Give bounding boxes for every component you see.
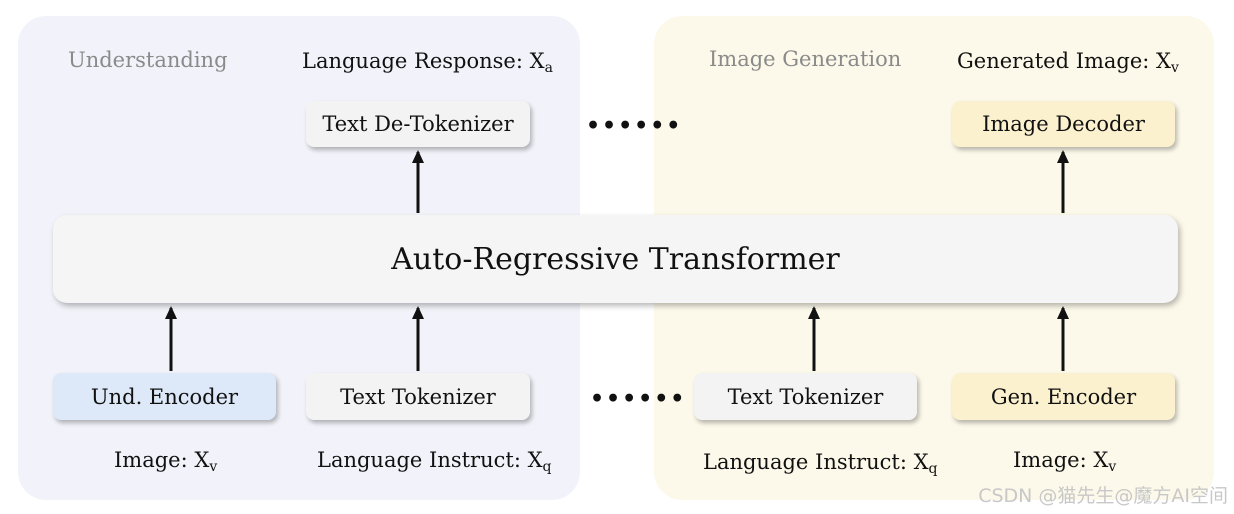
language-instruct-left-label: Language Instruct: Xq (317, 448, 552, 475)
image-input-right-label: Image: Xv (1013, 448, 1117, 475)
und-encoder-box: Und. Encoder (53, 373, 276, 420)
ellipsis-bottom: •••••• (590, 386, 687, 412)
language-instruct-right-label: Language Instruct: Xq (703, 450, 938, 477)
image-generation-title: Image Generation (709, 47, 902, 71)
arrowhead-detokenizer (412, 150, 424, 163)
text-tokenizer-right-box: Text Tokenizer (694, 373, 917, 420)
text-detokenizer-box: Text De-Tokenizer (306, 101, 530, 147)
generated-image-label: Generated Image: Xv (957, 49, 1179, 76)
understanding-title: Understanding (68, 48, 228, 72)
text-tokenizer-left-box: Text Tokenizer (306, 373, 530, 420)
arrowhead-gen-encoder (1057, 306, 1069, 319)
gen-encoder-box: Gen. Encoder (952, 373, 1175, 420)
arrowhead-und-encoder (165, 306, 177, 319)
arrowhead-text-tokenizer-right (808, 306, 820, 319)
language-response-label: Language Response: Xa (302, 49, 553, 76)
arrowhead-image-decoder (1057, 150, 1069, 163)
watermark-text: CSDN @猫先生@魔方AI空间 (978, 485, 1228, 507)
image-input-left-label: Image: Xv (114, 448, 218, 475)
image-decoder-box: Image Decoder (952, 101, 1175, 147)
ellipsis-top: •••••• (586, 113, 683, 139)
arrowhead-text-tokenizer-left (412, 306, 424, 319)
auto-regressive-transformer-box: Auto-Regressive Transformer (53, 215, 1178, 303)
